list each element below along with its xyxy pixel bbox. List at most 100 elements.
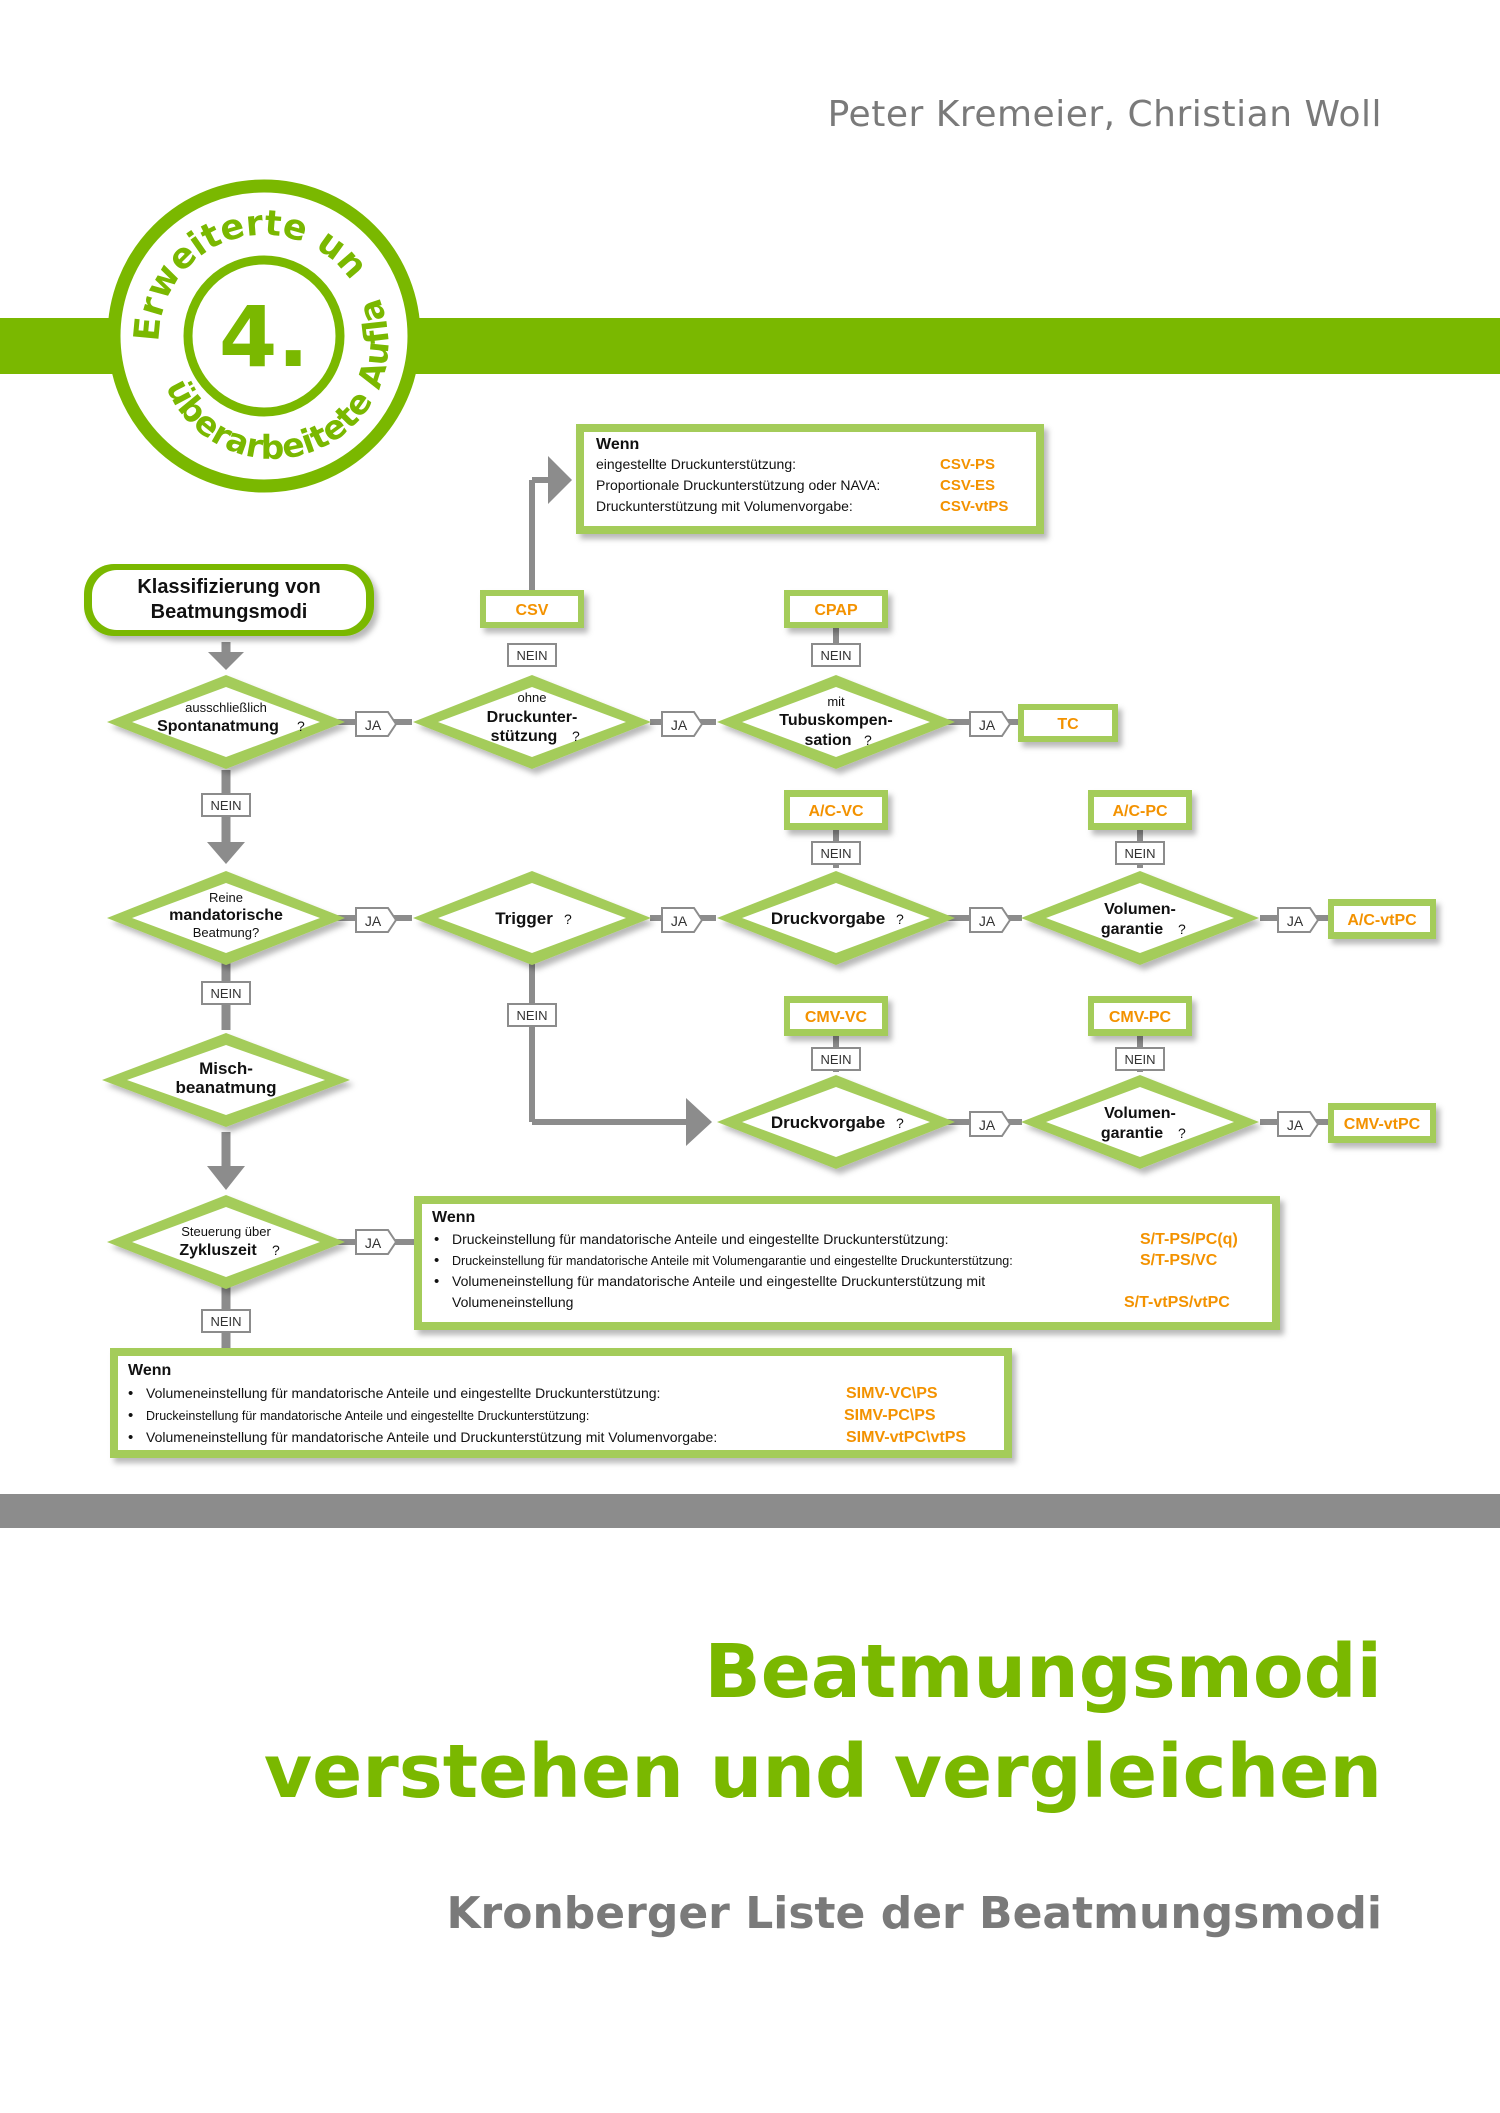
svg-text:JA: JA: [979, 913, 996, 929]
svg-text:Druckeinstellung für mandatori: Druckeinstellung für mandatorische Antei…: [146, 1409, 589, 1423]
svg-text:garantie: garantie: [1101, 1125, 1163, 1142]
svg-text:SIMV-vtPC\vtPS: SIMV-vtPC\vtPS: [846, 1429, 966, 1446]
grey-divider-band: [0, 1494, 1500, 1528]
svg-text:CPAP: CPAP: [814, 602, 858, 619]
start-box: [84, 564, 374, 636]
book-title: Beatmungsmodi verstehen und vergleichen: [264, 1622, 1382, 1822]
svg-text:Druckvorgabe: Druckvorgabe: [771, 1113, 885, 1132]
svg-text:S/T-PS/VC: S/T-PS/VC: [1140, 1252, 1218, 1269]
svg-text:S/T-PS/PC(q): S/T-PS/PC(q): [1140, 1231, 1238, 1248]
svg-text:NEIN: NEIN: [1124, 1052, 1155, 1067]
flowchart: Klassifizierung von Beatmungsmodi aussch…: [84, 424, 1436, 1458]
svg-text:eingestellte Druckunterstützun: eingestellte Druckunterstützung:: [596, 456, 796, 472]
svg-text:beanatmung: beanatmung: [175, 1078, 276, 1097]
svg-text:JA: JA: [671, 913, 688, 929]
svg-text:TC: TC: [1057, 716, 1079, 733]
svg-text:CMV-PC: CMV-PC: [1109, 1009, 1172, 1026]
svg-text:NEIN: NEIN: [210, 1314, 241, 1329]
decision-texts: ausschließlich Spontanatmung ? ohne Druc…: [157, 690, 1186, 1259]
svg-text:NEIN: NEIN: [210, 986, 241, 1001]
svg-text:NEIN: NEIN: [516, 1008, 547, 1023]
svg-text:stützung: stützung: [491, 728, 558, 745]
svg-text:JA: JA: [1287, 1117, 1304, 1133]
book-subtitle: Kronberger Liste der Beatmungsmodi: [446, 1888, 1382, 1939]
svg-text:NEIN: NEIN: [820, 1052, 851, 1067]
svg-text:Spontanatmung: Spontanatmung: [157, 718, 279, 735]
svg-text:Wenn: Wenn: [596, 436, 639, 453]
svg-text:A/C-vtPC: A/C-vtPC: [1347, 912, 1417, 929]
svg-text::: :: [166, 1362, 170, 1379]
svg-text:Volumen-: Volumen-: [1104, 1105, 1176, 1122]
svg-text:Tubuskompen-: Tubuskompen-: [779, 712, 892, 729]
svg-text:ohne: ohne: [518, 690, 547, 705]
svg-text:CMV-VC: CMV-VC: [805, 1009, 868, 1026]
edition-badge: 4. Erweiterte und überarbeitete Auflage: [104, 176, 421, 493]
edition-number: 4.: [219, 288, 309, 386]
answer-tags: JA JA JA JA JA JA JA JA JA JA NEIN NEIN …: [201, 643, 1320, 1333]
svg-text:JA: JA: [671, 717, 688, 733]
start-label-1: Klassifizierung von: [137, 576, 320, 598]
svg-text:?: ?: [896, 1115, 904, 1131]
svg-text:Misch-: Misch-: [199, 1059, 253, 1078]
svg-text:?: ?: [1178, 1125, 1186, 1141]
svg-text:?: ?: [864, 732, 872, 748]
svg-text:•: •: [434, 1252, 439, 1269]
svg-text:•: •: [128, 1407, 133, 1424]
svg-text:?: ?: [272, 1242, 280, 1258]
svg-text:NEIN: NEIN: [820, 846, 851, 861]
book-title-line-1: Beatmungsmodi: [704, 1629, 1382, 1715]
svg-text:S/T-vtPS/vtPC: S/T-vtPS/vtPC: [1124, 1294, 1230, 1311]
svg-text:SIMV-PC\PS: SIMV-PC\PS: [844, 1407, 936, 1424]
start-label-2: Beatmungsmodi: [151, 601, 308, 623]
svg-text:CMV-vtPC: CMV-vtPC: [1344, 1116, 1421, 1133]
svg-text:NEIN: NEIN: [210, 798, 241, 813]
csv-info-box: Wenn : eingestellte Druckunterstützung: …: [576, 424, 1044, 534]
svg-text:?: ?: [896, 911, 904, 927]
svg-text:Beatmung?: Beatmung?: [193, 925, 260, 940]
svg-text:Proportionale Druckunterstützu: Proportionale Druckunterstützung oder NA…: [596, 477, 880, 493]
svg-text:garantie: garantie: [1101, 921, 1163, 938]
svg-text:ausschließlich: ausschließlich: [185, 700, 267, 715]
svg-text:A/C-VC: A/C-VC: [808, 803, 864, 820]
svg-text:Druckvorgabe: Druckvorgabe: [771, 909, 885, 928]
svg-text:Volumeneinstellung: Volumeneinstellung: [452, 1294, 573, 1310]
svg-text:?: ?: [297, 718, 305, 734]
svg-text:?: ?: [572, 728, 580, 744]
svg-text:•: •: [128, 1429, 133, 1446]
svg-text:CSV: CSV: [516, 602, 549, 619]
decision-diamonds: [102, 675, 1259, 1289]
svg-text:Reine: Reine: [209, 890, 243, 905]
svg-text:JA: JA: [365, 717, 382, 733]
svg-text:?: ?: [1178, 921, 1186, 937]
svg-text:SIMV-VC\PS: SIMV-VC\PS: [846, 1385, 938, 1402]
svg-text:CSV-vtPS: CSV-vtPS: [940, 498, 1008, 515]
svg-text::: :: [470, 1209, 474, 1226]
svg-text:JA: JA: [365, 913, 382, 929]
svg-text::: :: [634, 436, 638, 453]
svg-text:Druckeinstellung für mandatori: Druckeinstellung für mandatorische Antei…: [452, 1231, 949, 1247]
svg-text:Wenn: Wenn: [432, 1209, 475, 1226]
svg-text:NEIN: NEIN: [820, 648, 851, 663]
svg-text:Volumen-: Volumen-: [1104, 901, 1176, 918]
mode-boxes: CSV CPAP TC A/C-VC A/C-PC A/C-vtPC CMV-V…: [480, 590, 1436, 1143]
svg-text:CSV-ES: CSV-ES: [940, 477, 995, 494]
svg-text:Druckunterstützung mit Volumen: Druckunterstützung mit Volumenvorgabe:: [596, 498, 853, 514]
svg-text:Steuerung über: Steuerung über: [181, 1224, 271, 1239]
svg-text:Volumeneinstellung für mandato: Volumeneinstellung für mandatorische Ant…: [146, 1429, 717, 1445]
svg-text:NEIN: NEIN: [1124, 846, 1155, 861]
svg-text:Volumeneinstellung für mandato: Volumeneinstellung für mandatorische Ant…: [452, 1273, 985, 1289]
svg-text:Zykluszeit: Zykluszeit: [179, 1242, 257, 1259]
svg-text:JA: JA: [979, 1117, 996, 1133]
book-title-line-2: verstehen und vergleichen: [263, 1729, 1382, 1815]
st-info-box: Wenn : • Druckeinstellung für mandatoris…: [414, 1196, 1280, 1330]
svg-text:mandatorische: mandatorische: [169, 907, 283, 924]
svg-text:JA: JA: [365, 1235, 382, 1251]
svg-text:sation: sation: [804, 732, 851, 749]
svg-text:Wenn: Wenn: [128, 1362, 171, 1379]
svg-text:•: •: [434, 1273, 439, 1290]
svg-text:Druckeinstellung für mandatori: Druckeinstellung für mandatorische Antei…: [452, 1254, 1013, 1268]
svg-text:Volumeneinstellung für mandato: Volumeneinstellung für mandatorische Ant…: [146, 1385, 660, 1401]
svg-text:JA: JA: [1287, 913, 1304, 929]
svg-text:CSV-PS: CSV-PS: [940, 456, 995, 473]
svg-text:mit: mit: [827, 694, 845, 709]
